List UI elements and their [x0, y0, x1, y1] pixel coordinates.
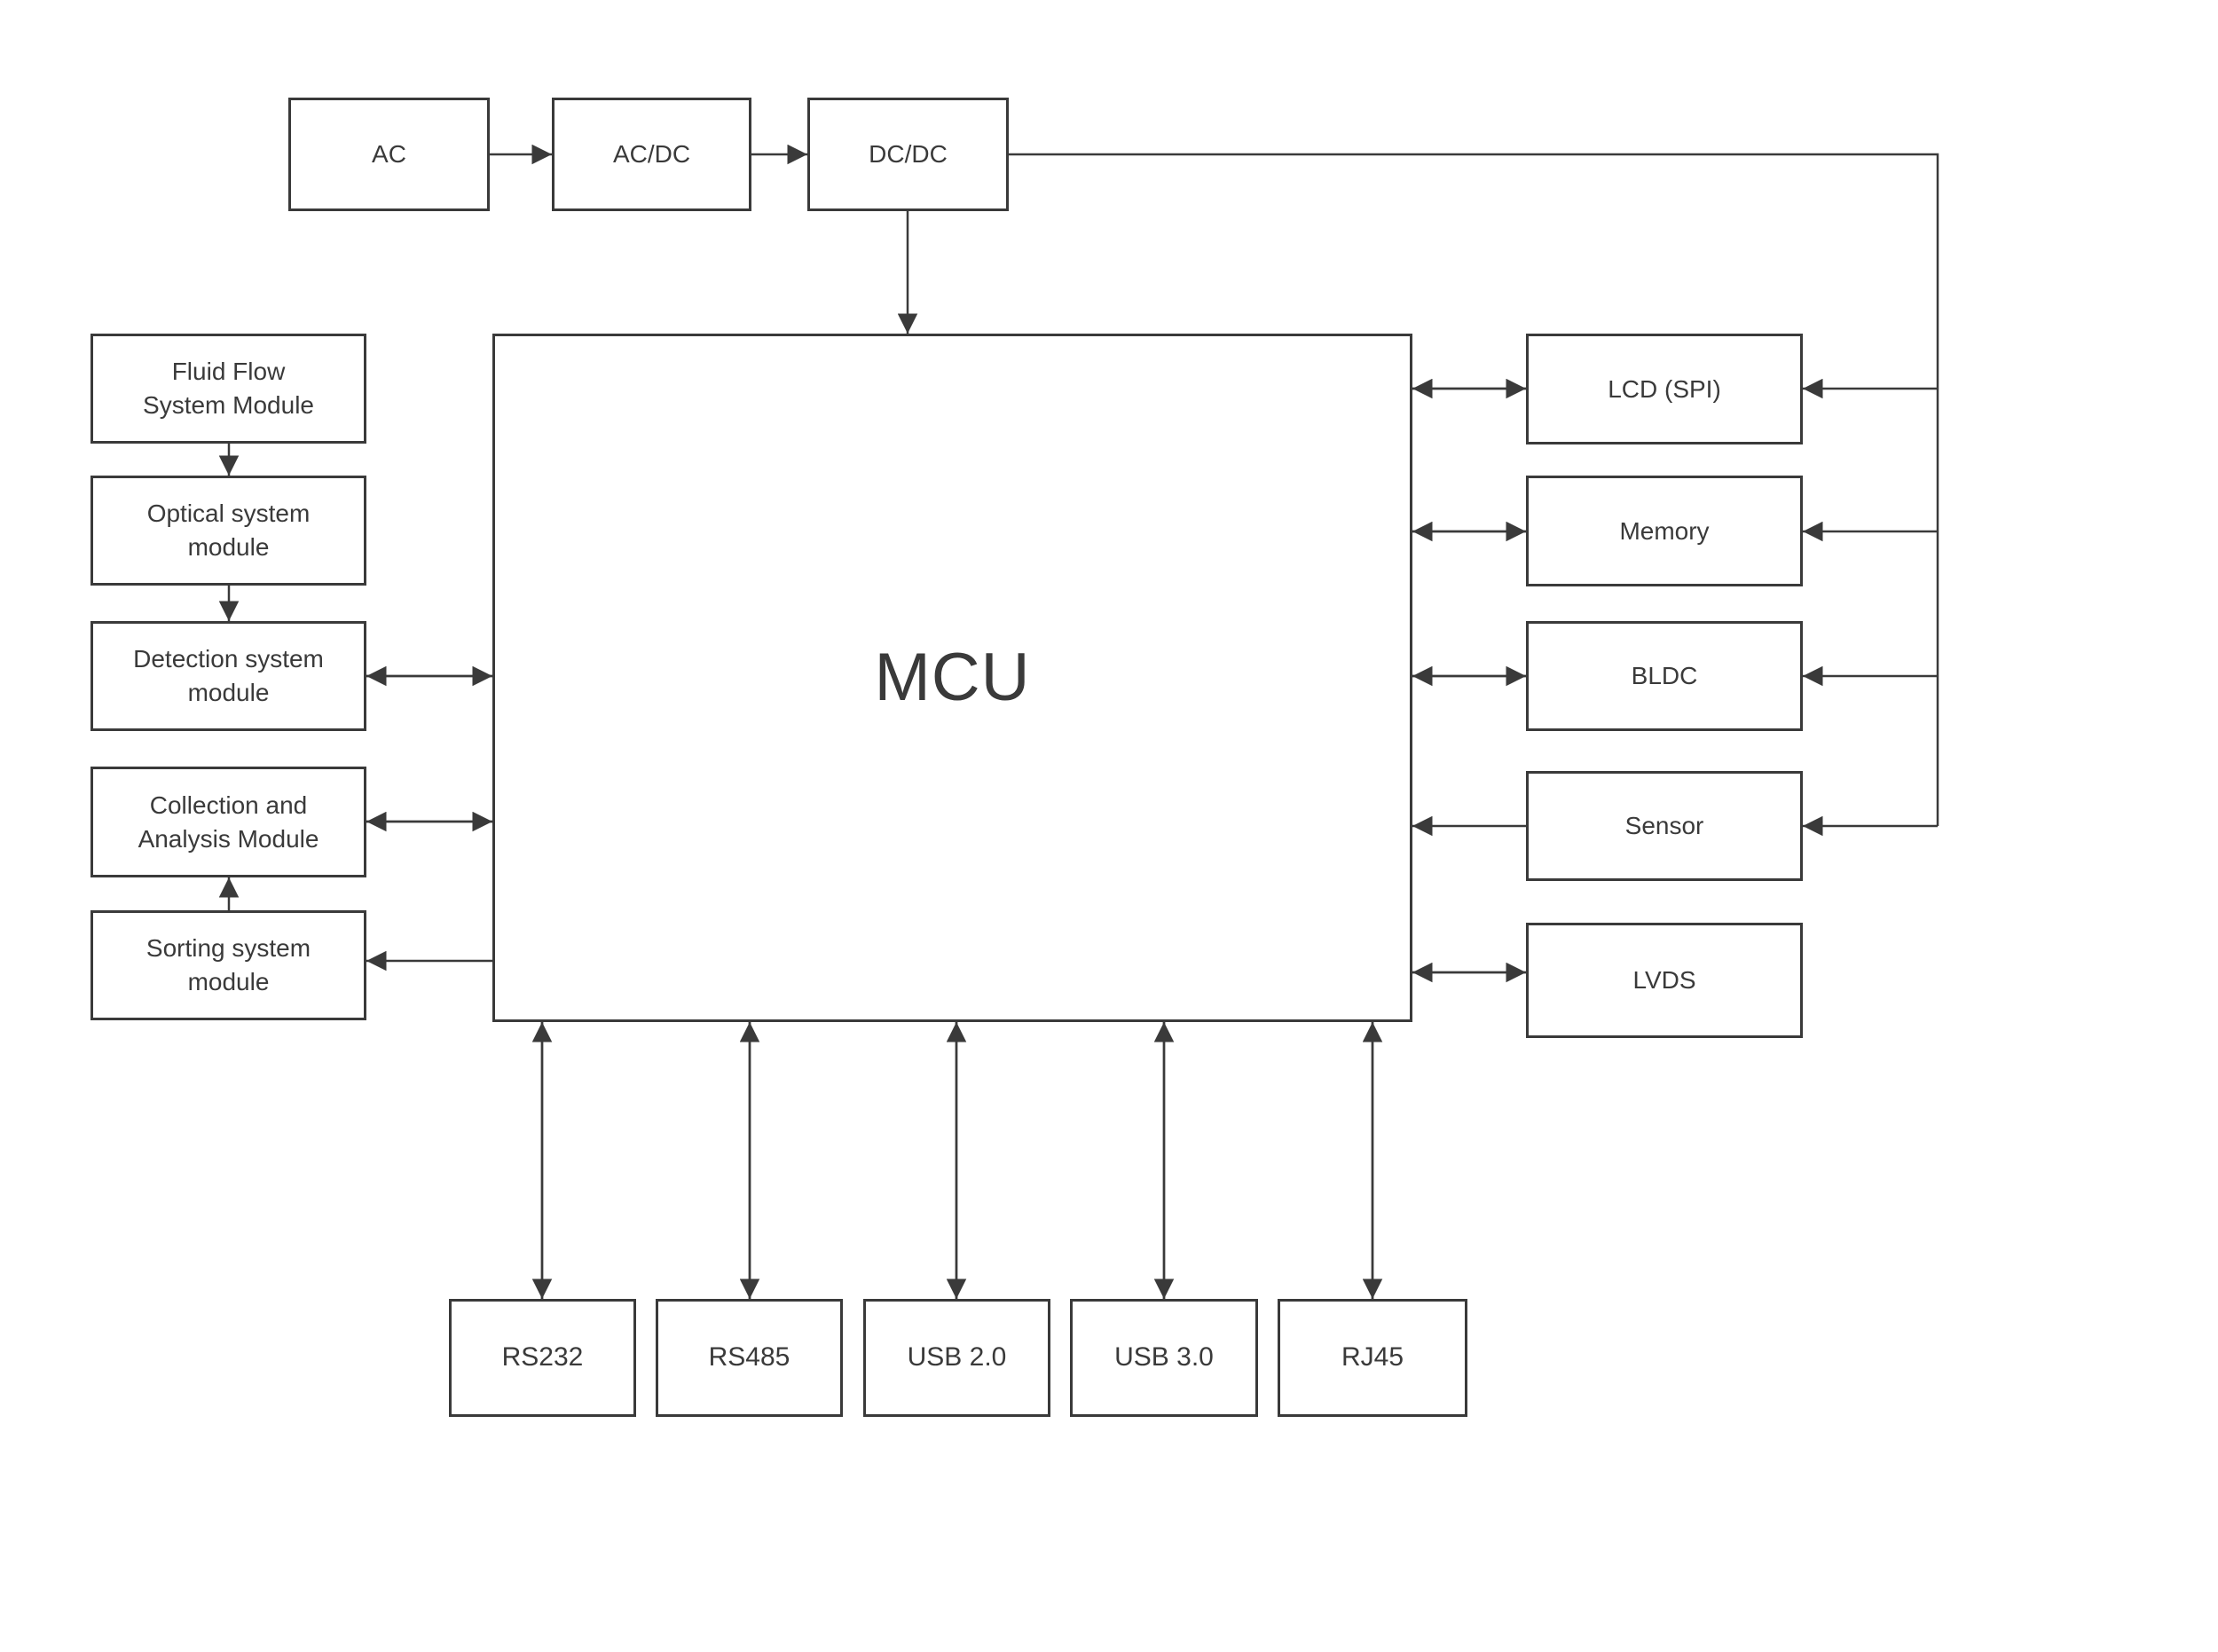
node-optical-system-module: Optical system module	[90, 476, 366, 586]
node-sorting-system-module: Sorting system module	[90, 910, 366, 1020]
node-mcu: MCU	[492, 334, 1412, 1022]
node-rj45: RJ45	[1278, 1299, 1467, 1417]
node-rs485: RS485	[656, 1299, 843, 1417]
node-usb-3-0: USB 3.0	[1070, 1299, 1258, 1417]
node-sensor: Sensor	[1526, 771, 1803, 881]
node-rs232: RS232	[449, 1299, 636, 1417]
node-lvds: LVDS	[1526, 923, 1803, 1038]
node-usb-2-0: USB 2.0	[863, 1299, 1050, 1417]
node-ac: AC	[288, 98, 490, 211]
node-fluid-flow-system-module: Fluid Flow System Module	[90, 334, 366, 444]
node-lcd-spi: LCD (SPI)	[1526, 334, 1803, 444]
node-bldc: BLDC	[1526, 621, 1803, 731]
node-ac-dc: AC/DC	[552, 98, 751, 211]
node-detection-system-module: Detection system module	[90, 621, 366, 731]
node-collection-analysis-module: Collection and Analysis Module	[90, 767, 366, 877]
node-dc-dc: DC/DC	[807, 98, 1009, 211]
node-memory: Memory	[1526, 476, 1803, 586]
